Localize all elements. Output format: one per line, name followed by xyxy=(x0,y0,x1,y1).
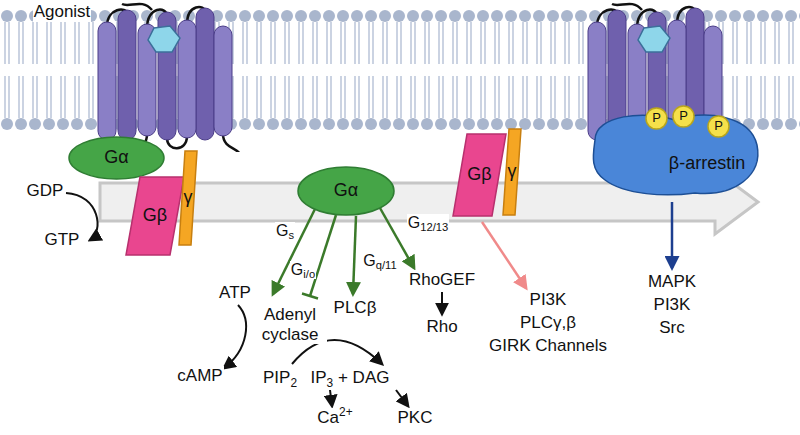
phosphate: P xyxy=(672,105,695,128)
subscript: i/o xyxy=(303,268,315,280)
node-text: Gβ xyxy=(467,165,491,185)
g-protein-class: Gi/o xyxy=(290,261,316,279)
text-part: G xyxy=(291,261,303,278)
g-protein-class: Gq/11 xyxy=(362,252,397,270)
g-gamma: γ xyxy=(178,150,198,246)
superscript: 2+ xyxy=(339,405,353,419)
node-text: Gα xyxy=(334,181,358,201)
phosphate-shape xyxy=(708,116,729,137)
effector: RhoGEF xyxy=(408,270,476,290)
phosphate: P xyxy=(707,115,730,138)
g-beta-shape xyxy=(453,134,506,216)
effector: PKC xyxy=(397,408,434,428)
receptor xyxy=(98,4,240,154)
g-protein-class: Gs xyxy=(275,222,295,240)
node-text: Gβ xyxy=(143,206,167,226)
beta-arrestin: β-arrestin P P P xyxy=(585,105,763,200)
effector: Adenyl cyclase xyxy=(253,305,327,344)
arrestin-arrow xyxy=(671,202,674,268)
effector: MAPK xyxy=(647,272,697,292)
effector: PLCβ xyxy=(333,298,378,318)
g-gamma-shape xyxy=(179,151,197,245)
text-part: PIP xyxy=(263,368,290,387)
g-alpha: Gα xyxy=(297,166,395,216)
metabolite: cAMP xyxy=(176,366,223,386)
subscript: s xyxy=(288,229,294,241)
text-part: + DAG xyxy=(333,368,389,387)
text-part: IP xyxy=(311,368,327,387)
effector: Rho xyxy=(425,317,458,337)
g-gamma: γ xyxy=(502,128,522,216)
g-alpha-arrows xyxy=(273,208,414,299)
node-text: β-arrestin xyxy=(669,154,745,174)
phosphate: P xyxy=(645,107,668,130)
g-alpha: Gα xyxy=(68,136,165,180)
subscript: 12/13 xyxy=(420,221,448,233)
subscript: 2 xyxy=(290,376,297,390)
effector: Src xyxy=(658,318,686,338)
text-part: Ca xyxy=(317,408,339,427)
effector: PI3K xyxy=(529,290,568,310)
node-text: P xyxy=(679,109,688,123)
effector: PI3K xyxy=(653,295,692,315)
g-protein-class: G12/13 xyxy=(407,214,449,232)
node-text: Gα xyxy=(104,148,128,168)
metabolite: IP3 + DAG xyxy=(310,368,391,388)
g-beta-gamma-arrow xyxy=(482,222,526,288)
g-gamma-shape xyxy=(503,129,521,215)
g-beta: Gβ xyxy=(125,176,185,256)
g-beta: Gβ xyxy=(452,133,507,217)
effector: GIRK Channels xyxy=(488,336,608,356)
subscript: 3 xyxy=(327,376,334,390)
g-alpha-shape xyxy=(69,137,164,179)
text-part: G xyxy=(408,214,420,231)
nucleotide-label: GDP xyxy=(26,181,65,201)
text-part: G xyxy=(363,252,375,269)
beta-arrestin-shape xyxy=(593,115,757,195)
reaction-arrows xyxy=(224,292,442,406)
g-beta-shape xyxy=(126,177,184,255)
text-part: G xyxy=(276,222,288,239)
metabolite: PIP2 xyxy=(262,368,298,388)
phosphate-shape xyxy=(646,108,667,129)
node-text: γ xyxy=(184,188,193,208)
subscript: q/11 xyxy=(376,259,397,271)
phosphate-shape xyxy=(673,106,694,127)
node-text: γ xyxy=(508,162,517,182)
node-text: P xyxy=(652,111,661,125)
metabolite: ATP xyxy=(218,283,252,303)
nucleotide-label: GTP xyxy=(44,230,81,250)
ligand-label: Agonist xyxy=(33,2,92,22)
node-text: P xyxy=(714,119,723,133)
g-alpha-shape xyxy=(298,167,394,215)
second-messenger: Ca2+ xyxy=(316,408,353,428)
effector: PLCγ,β xyxy=(519,313,577,333)
